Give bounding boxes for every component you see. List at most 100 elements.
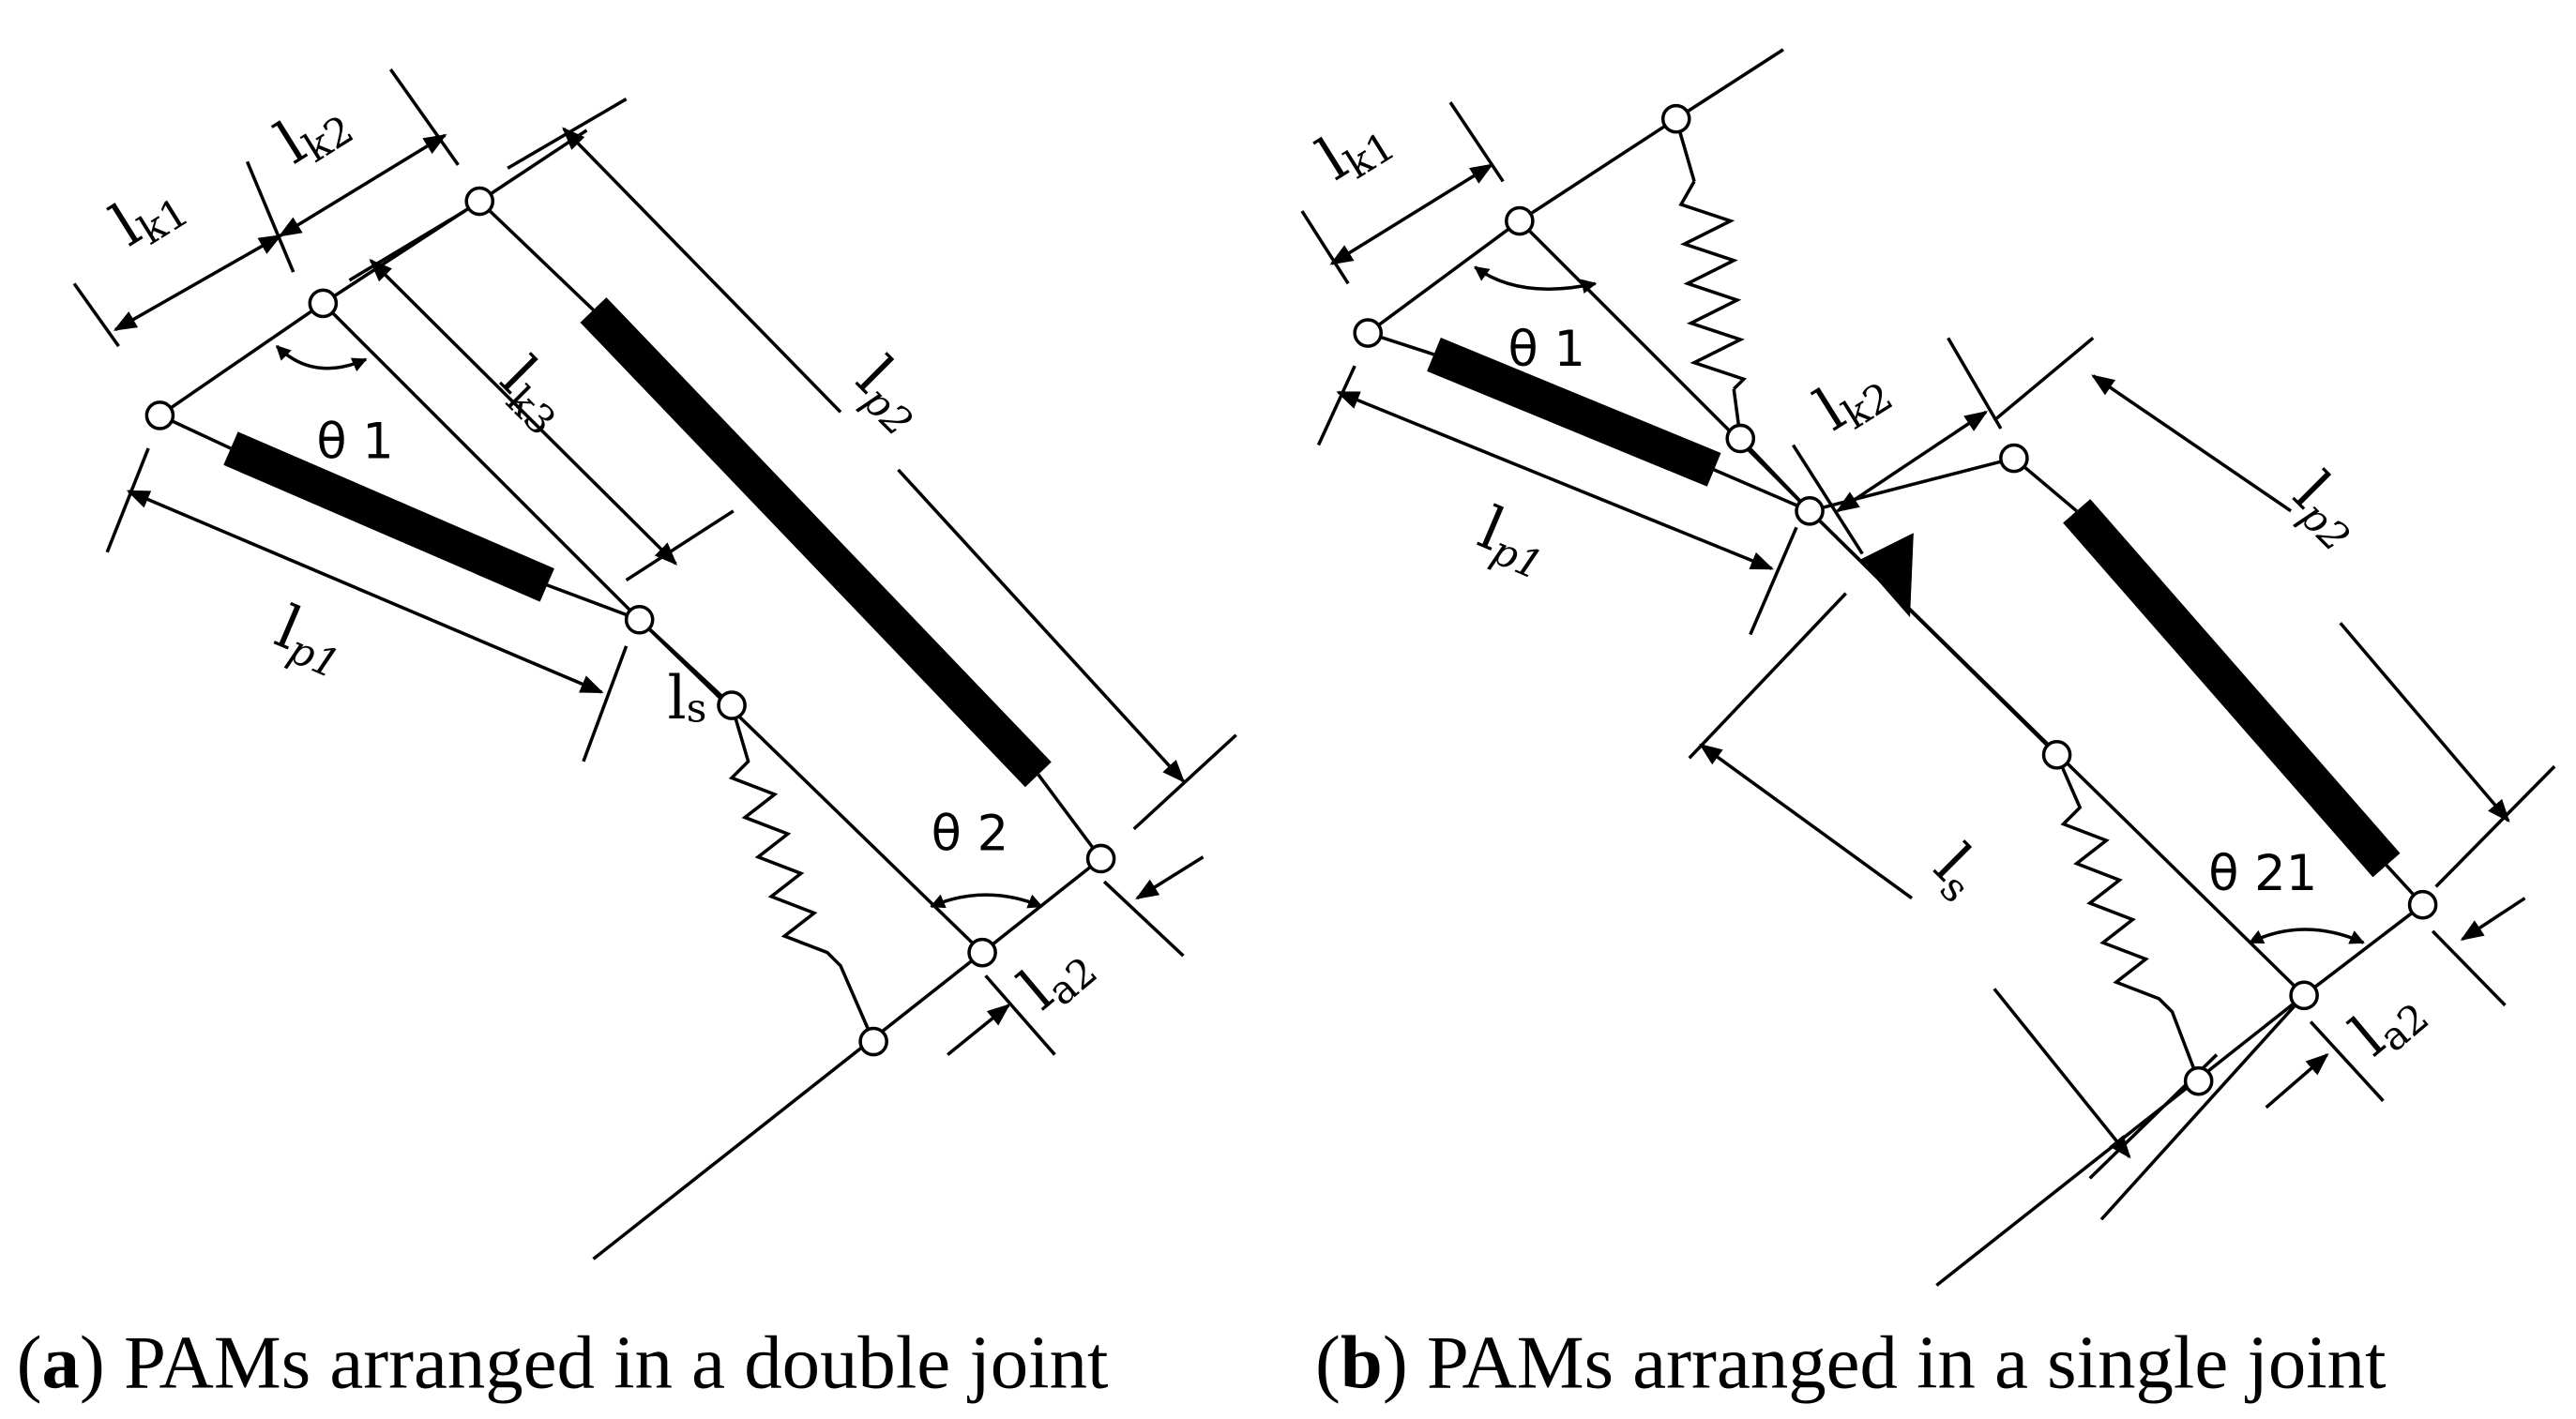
link-b-p1-right xyxy=(1713,468,1811,513)
link-frame-upper xyxy=(478,128,588,203)
label-b-ls: ls xyxy=(1918,831,1999,912)
link-b-arm xyxy=(1935,993,2306,1287)
link-b-upper-ext xyxy=(1674,48,1784,121)
joint-a3 xyxy=(464,186,495,217)
spring xyxy=(728,704,875,1043)
link-b-arm-2 xyxy=(2099,994,2306,1221)
theta2-arc xyxy=(930,893,1043,909)
joint-b9 xyxy=(2289,980,2319,1011)
dim-b-lp2-arrow-upper xyxy=(2091,374,2293,513)
dim-la2-ext-right xyxy=(1102,880,1185,958)
joint-a7 xyxy=(967,937,997,968)
label-ls: ls xyxy=(668,663,707,732)
label-lk1: lk1 xyxy=(99,164,197,264)
link-b-upper xyxy=(1518,117,1677,223)
joint-a6 xyxy=(1085,843,1116,874)
dim-b-lk2-ext-left xyxy=(1792,444,1864,555)
label-b-lk2: lk2 xyxy=(1803,349,1901,448)
label-lp2: lp2 xyxy=(841,343,943,445)
dim-b-ls-arrow-upper xyxy=(1699,743,1914,900)
link-b-k1 xyxy=(1367,219,1521,335)
dim-b-ls-ext-top xyxy=(1688,592,1847,760)
link-p2-rod-top xyxy=(478,200,595,311)
dim-lp2-arrow-upper xyxy=(562,127,842,414)
caption-b: (b) PAMs arranged in a single joint xyxy=(1315,1321,2387,1404)
label-b-lp2: lp2 xyxy=(2278,459,2380,561)
joint-wedge xyxy=(1859,533,1914,618)
dim-b-lp1-ext-left xyxy=(1316,365,1356,446)
panel-b-labels: lk1 lk2 lp1 lp2 ls la2 θ 1 θ 21 xyxy=(1306,98,2438,1072)
dim-b-la2-ext-right xyxy=(2431,929,2507,1007)
dim-lk2-arrow xyxy=(278,133,447,237)
dim-b-lp2-arrow-lower xyxy=(2339,622,2510,823)
dim-lp1-ext-right xyxy=(582,645,629,762)
joint-b2 xyxy=(1505,205,1535,236)
joint-b6 xyxy=(1999,443,2029,474)
dim-b-la2-ext-left xyxy=(2309,1020,2385,1102)
dim-lk3-ext xyxy=(625,509,735,582)
dim-b-la2-arrow-right xyxy=(2460,897,2526,942)
joint-b4 xyxy=(1725,423,1756,454)
dim-la2-arrow-left xyxy=(947,1004,1011,1056)
joint-a2 xyxy=(308,288,339,319)
link-b-spring2-mount xyxy=(1808,509,2058,757)
joint-b7 xyxy=(2041,740,2072,770)
dim-lp1-arrow xyxy=(126,490,604,694)
dim-b-lk2-ext-right xyxy=(1947,337,2003,430)
joint-b5 xyxy=(1795,495,1825,526)
link-b-right xyxy=(2303,903,2424,997)
label-lk3: lk3 xyxy=(484,343,585,445)
link-p2-rod-bottom xyxy=(1037,773,1103,860)
joint-a4 xyxy=(624,604,655,635)
dim-lp2-ext-bottom xyxy=(1132,733,1237,831)
label-b-la2: la2 xyxy=(2338,972,2437,1072)
pam-2-actuator xyxy=(580,297,1052,788)
dim-lk1-ext-right xyxy=(245,160,295,273)
dim-b-lk1-arrow xyxy=(1329,163,1494,265)
dim-b-lp1-ext-right xyxy=(1749,526,1798,636)
theta1-arc xyxy=(275,344,368,372)
joint-b8 xyxy=(2407,889,2438,920)
link-b-k2 xyxy=(1809,456,2015,513)
link-lower-arm xyxy=(592,951,984,1260)
dim-b-lp2-ext-bottom xyxy=(2434,764,2556,888)
link-k1 xyxy=(159,301,325,417)
dim-b-lk2-arrow xyxy=(1835,410,1989,513)
link-b-spring1-foot xyxy=(1738,437,1811,513)
theta21-arc xyxy=(2248,928,2365,944)
spring-b-lower xyxy=(2054,754,2201,1082)
joint-a8 xyxy=(858,1026,888,1057)
label-b-theta21: θ 21 xyxy=(2208,845,2317,902)
dim-lp2-arrow-lower xyxy=(897,468,1186,783)
label-theta2: θ 2 xyxy=(932,806,1009,863)
link-lower-body xyxy=(638,618,984,954)
dim-b-lk1-ext-right xyxy=(1448,101,1505,183)
theta1-arc-b xyxy=(1474,265,1598,294)
dim-la2-ext-left xyxy=(984,974,1056,1056)
panel-a-labels: lk1 lk2 lk3 lp1 lp2 ls la2 θ 1 θ 2 xyxy=(99,82,1106,1026)
spring-b-upper xyxy=(1678,180,1748,391)
label-la2: la2 xyxy=(1006,926,1105,1026)
joint-b3 xyxy=(1660,103,1691,134)
label-lp1: lp1 xyxy=(265,592,357,687)
dim-b-lk1-ext-left xyxy=(1300,210,1350,285)
joint-b1 xyxy=(1353,318,1384,348)
label-lk2: lk2 xyxy=(264,82,361,181)
spring-mount-line xyxy=(638,618,734,707)
dim-lk3-arrow xyxy=(369,259,678,566)
dim-la2-arrow-right xyxy=(1135,855,1205,900)
label-b-theta1: θ 1 xyxy=(1508,321,1586,378)
dim-b-lp1-arrow xyxy=(1336,390,1774,570)
caption-a: (a) PAMs arranged in a double joint xyxy=(17,1321,1109,1404)
dim-lk3-ext-top xyxy=(348,209,466,282)
dim-lk1-arrow xyxy=(113,234,282,332)
dim-lk2-ext xyxy=(388,68,460,166)
dim-b-la2-arrow-left xyxy=(2265,1052,2329,1110)
label-b-lk1: lk1 xyxy=(1306,98,1403,198)
dim-lk1-ext-left xyxy=(72,282,120,348)
joint-b10 xyxy=(2183,1065,2214,1096)
dim-b-ls-arrow-lower xyxy=(1993,988,2131,1159)
dim-b-lp2-ext-top xyxy=(1993,336,2095,422)
joint-a1 xyxy=(144,400,175,430)
